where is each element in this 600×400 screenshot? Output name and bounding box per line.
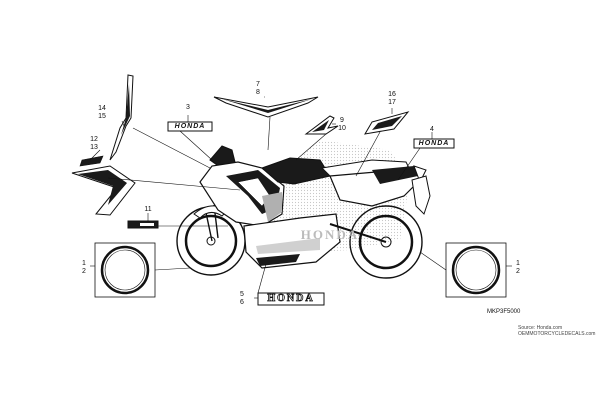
decal-4-honda-text: HONDA xyxy=(418,140,450,147)
tail-dark-stripe xyxy=(372,166,418,184)
watermark-honda-text: HONDA xyxy=(300,227,360,242)
lower-cowl xyxy=(243,213,341,269)
diagram-code: MKP3F5000 xyxy=(487,309,521,315)
leader-lines xyxy=(89,96,512,299)
decal-14-15-inner xyxy=(121,84,130,135)
rear-wheel xyxy=(349,205,423,279)
source-line-2: OEMMOTORCYCLEDECALS.com xyxy=(518,331,596,337)
decal-3-plate xyxy=(167,121,213,132)
decal-16-17-inner xyxy=(372,116,402,130)
decal-5-6-plate xyxy=(257,292,325,306)
callout-4: 4 xyxy=(430,126,434,133)
decal-12-13-strip xyxy=(79,155,104,167)
decal-11-plate-detail xyxy=(140,223,154,226)
source-line-1: Source: Honda.com xyxy=(518,325,563,331)
decal-14-15-swoosh xyxy=(109,74,134,161)
decal-7-8-inner xyxy=(222,99,312,113)
lower-cowl-dark xyxy=(256,254,300,266)
lower-cowl-grey xyxy=(256,238,320,254)
rim-decal-ring-right-inner xyxy=(455,249,497,291)
rear-wheel-rim xyxy=(358,214,414,270)
decal-4-plate xyxy=(413,138,455,149)
decal-3-honda-text: HONDA xyxy=(174,123,206,130)
rear-hugger xyxy=(411,175,431,215)
callout-11: 11 xyxy=(144,206,152,213)
front-wheel-rim xyxy=(184,214,238,268)
rear-wheel-hub xyxy=(380,236,392,248)
rim-decal-ring-right xyxy=(451,245,501,295)
motorcycle-illustration xyxy=(176,140,431,279)
fairing-grey-panel xyxy=(262,192,282,222)
decal-9-10-wing-inner xyxy=(312,120,329,132)
decal-7-8-chevron xyxy=(213,96,319,118)
rim-decal-box-left xyxy=(94,242,156,298)
rim-decal-ring-left xyxy=(100,245,150,295)
callout-3: 3 xyxy=(186,104,190,111)
tail-light xyxy=(413,165,427,184)
swingarm xyxy=(329,223,387,243)
rim-decal-box-right xyxy=(445,242,507,298)
decal-5-6-honda-text: HONDA xyxy=(267,293,315,305)
source-credit: Source: Honda.com OEMMOTORCYCLEDECALS.co… xyxy=(518,325,595,337)
rim-decal-ring-left-inner xyxy=(104,249,146,291)
